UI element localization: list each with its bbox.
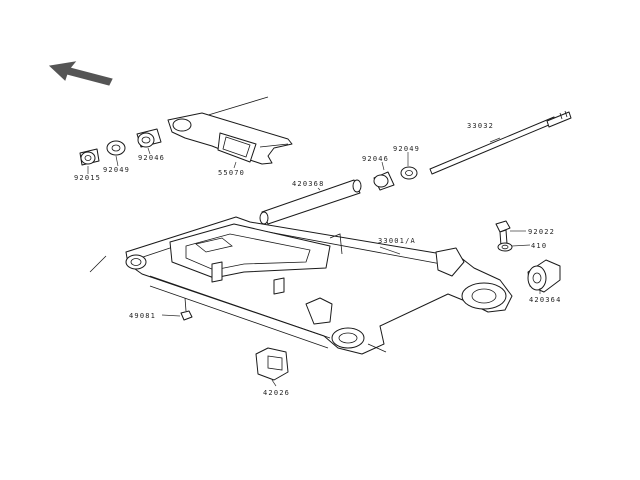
label-92046-right: 92046	[362, 155, 389, 163]
part-33001-swing-arm	[89, 216, 513, 355]
part-92046-right	[373, 171, 395, 191]
label-42026: 42026	[263, 389, 290, 397]
part-92049-right	[400, 166, 418, 180]
part-49081-grease-nipple	[180, 297, 193, 321]
label-92022: 92022	[528, 228, 555, 236]
label-92015: 92015	[74, 174, 101, 182]
part-33032-pivot-shaft	[429, 110, 572, 175]
label-420368: 420368	[292, 180, 325, 188]
leader-lines	[87, 137, 541, 387]
label-420364: 420364	[529, 296, 562, 304]
label-92049-right: 92049	[393, 145, 420, 153]
part-92015	[79, 148, 100, 166]
part-92022-bolt	[495, 220, 511, 247]
part-92046-left	[136, 128, 162, 148]
part-labels: 92015 92049 92046 55070 92046 92049 3303…	[74, 122, 562, 397]
part-410-washer	[497, 242, 513, 252]
label-92049-left: 92049	[103, 166, 130, 174]
arrow-up-left-icon	[48, 61, 113, 86]
label-33001: 33001/A	[378, 237, 416, 245]
label-92046-left: 92046	[138, 154, 165, 162]
part-92049-left	[106, 140, 126, 156]
label-410: 410	[531, 242, 547, 250]
label-49081: 49081	[129, 312, 156, 320]
label-33032: 33032	[467, 122, 494, 130]
part-42026-block	[255, 347, 289, 381]
label-55070: 55070	[218, 169, 245, 177]
part-420364-bushing	[527, 259, 561, 293]
part-55070-chain-guide	[167, 96, 293, 165]
